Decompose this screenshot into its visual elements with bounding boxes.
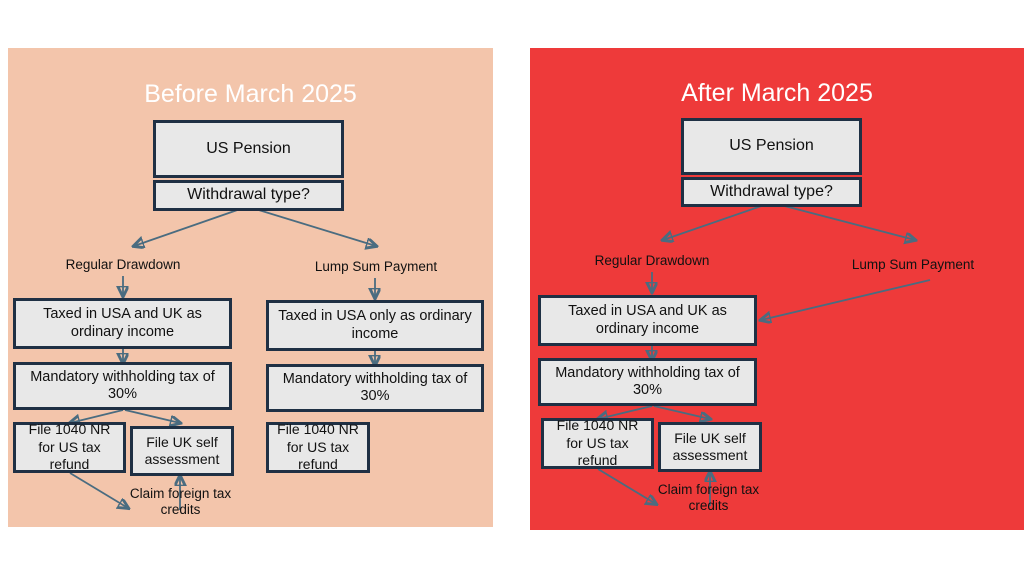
- arrow-decision-to-regular: [134, 206, 247, 246]
- node-us-pension-before[interactable]: US Pension: [153, 120, 344, 178]
- node-taxed-usa-only-before[interactable]: Taxed in USA only as ordinary income: [266, 300, 484, 351]
- panel-title-before: Before March 2025: [144, 80, 357, 108]
- arrow-file-1040-to-claim-credits: [597, 468, 656, 504]
- label-claim-foreign-tax-credits-before: Claim foreign tax credits: [129, 486, 232, 518]
- node-us-pension-after[interactable]: US Pension: [681, 118, 862, 175]
- node-file-1040-nr-after[interactable]: File 1040 NR for US tax refund: [541, 417, 654, 469]
- panel-title-after: After March 2025: [681, 79, 873, 107]
- node-withholding-30-right-before[interactable]: Mandatory withholding tax of 30%: [266, 364, 484, 412]
- arrow-withholding-to-file-uk: [653, 405, 710, 419]
- label-lump-sum-payment-before: Lump Sum Payment: [314, 259, 438, 274]
- label-claim-foreign-tax-credits-after: Claim foreign tax credits: [657, 482, 760, 514]
- node-withdrawal-type-after[interactable]: Withdrawal type?: [681, 177, 862, 207]
- node-taxed-usa-uk-before[interactable]: Taxed in USA and UK as ordinary income: [13, 298, 232, 349]
- node-withdrawal-type-before[interactable]: Withdrawal type?: [153, 180, 344, 211]
- node-file-uk-self-assessment-after[interactable]: File UK self assessment: [658, 422, 762, 472]
- arrow-lumpsum-to-taxed-usa-uk: [761, 279, 931, 320]
- panel-before-march-2025: Before March 2025 US Pension Withdrawal …: [8, 48, 493, 527]
- arrow-decision-to-lumpsum: [772, 202, 915, 240]
- arrow-withholding-to-file-uk: [124, 409, 180, 423]
- label-regular-drawdown-before: Regular Drawdown: [65, 257, 181, 272]
- node-file-uk-self-assessment-before[interactable]: File UK self assessment: [130, 426, 234, 476]
- label-regular-drawdown-after: Regular Drawdown: [594, 253, 710, 268]
- arrow-file-1040-to-claim-credits: [69, 472, 128, 508]
- panel-after-march-2025: After March 2025 US Pension Withdrawal t…: [530, 48, 1024, 530]
- arrow-decision-to-lumpsum: [248, 206, 376, 246]
- node-file-1040-nr-left-before[interactable]: File 1040 NR for US tax refund: [13, 421, 126, 473]
- node-withholding-30-left-before[interactable]: Mandatory withholding tax of 30%: [13, 362, 232, 410]
- node-file-1040-nr-right-before[interactable]: File 1040 NR for US tax refund: [266, 421, 370, 473]
- node-withholding-30-after[interactable]: Mandatory withholding tax of 30%: [538, 358, 757, 406]
- node-taxed-usa-uk-after[interactable]: Taxed in USA and UK as ordinary income: [538, 295, 757, 346]
- label-lump-sum-payment-after: Lump Sum Payment: [851, 257, 975, 272]
- arrow-decision-to-regular: [663, 202, 771, 240]
